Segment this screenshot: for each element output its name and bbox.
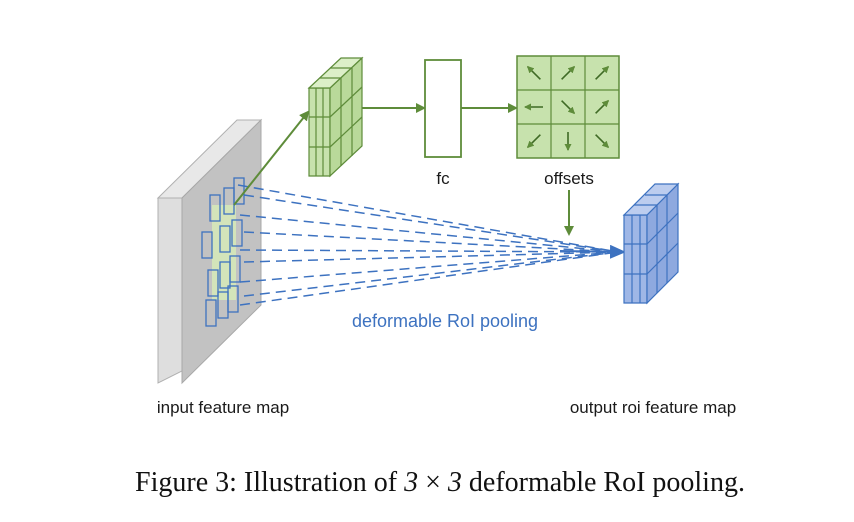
caption-space [441,467,448,498]
pooling-lines [237,184,619,306]
pooling-label: deformable RoI pooling [352,311,538,331]
offsets-grid [516,55,620,159]
input-map-label: input feature map [157,398,289,417]
fc-label: fc [436,169,450,188]
figure-caption: Figure 3: Illustration of 3 × 3 deformab… [135,467,745,498]
arrow-up-right-icon [595,65,610,80]
output-map-label: output roi feature map [570,398,736,417]
caption-suffix: deformable RoI pooling. [462,467,745,498]
arrow-up-right-icon [595,99,610,114]
offsets-label: offsets [544,169,594,188]
offset-arrows [524,65,610,151]
caption-n1: 3 [403,467,418,498]
caption-times-sign: × [425,467,441,498]
arrow-up-left-icon [526,65,541,80]
caption-times [418,467,425,498]
caption-n2: 3 [447,467,462,498]
output-roi-cube [622,182,680,305]
arrow-up-right-icon [561,65,576,80]
caption-prefix: Figure 3: Illustration of [135,467,404,498]
deformed-bins [201,177,245,327]
roi-to-cube-arrow [233,110,310,206]
arrow-down-right-icon [561,100,576,115]
roi-feature-cube [307,56,364,178]
input-map-side [157,185,183,384]
input-feature-map [156,118,263,385]
arrow-down-left-icon [526,134,541,149]
fc-box [424,59,462,158]
pooling-arrow [559,244,626,259]
arrow-down-right-icon [595,134,610,149]
